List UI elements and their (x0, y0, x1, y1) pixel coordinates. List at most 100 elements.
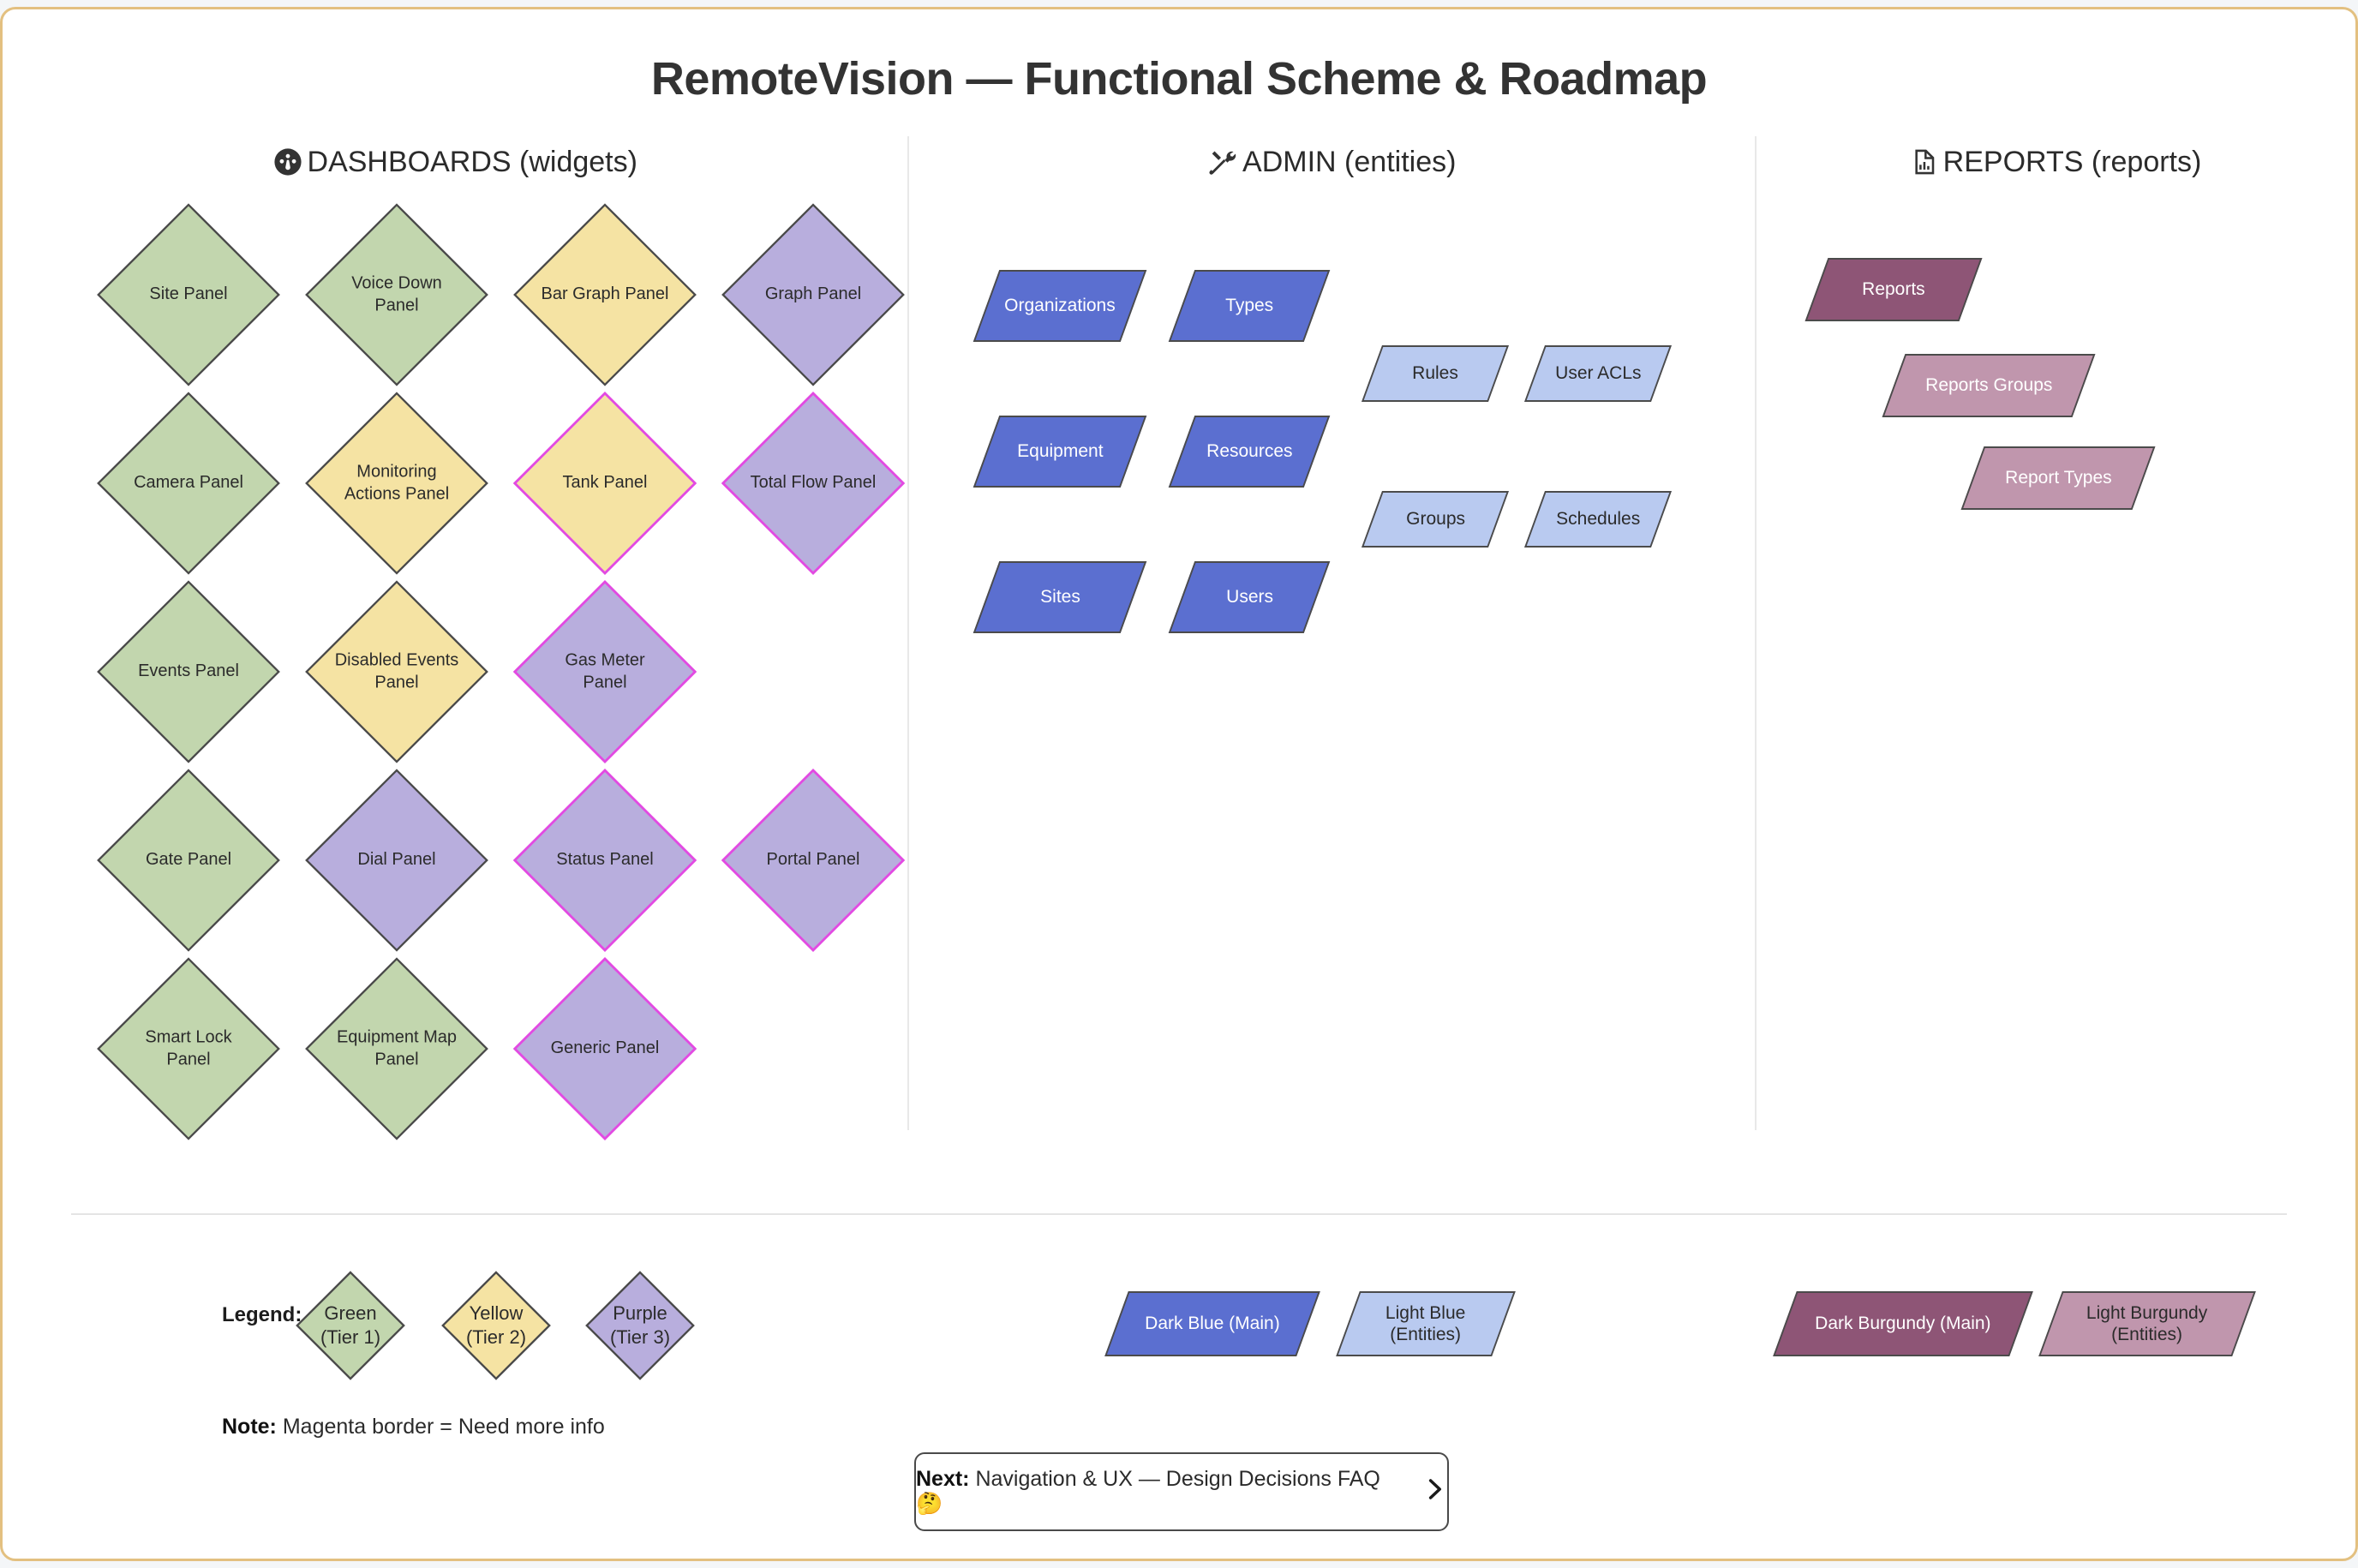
diamond-shape (97, 580, 280, 763)
dashboard-panel-diamond[interactable]: Smart Lock Panel (97, 957, 280, 1140)
diamond-shape (441, 1271, 551, 1380)
legend-parallelogram: Light Blue(Entities) (1336, 1291, 1516, 1356)
diamond-shape (97, 957, 280, 1140)
legend-row: Green(Tier 1) Yellow(Tier 2) Purple(Tier 3… (3, 1235, 2355, 1380)
legend-parallelogram: Dark Blue (Main) (1104, 1291, 1320, 1356)
legend-line-1: Dark Burgundy (Main) (1815, 1314, 1991, 1334)
admin-entity[interactable]: Equipment (973, 416, 1147, 488)
diamond-shape (305, 957, 488, 1140)
admin-entity[interactable]: User ACLs (1524, 345, 1673, 402)
dashboard-panel-diamond[interactable]: Gas Meter Panel (513, 580, 697, 763)
diamond-shape (513, 203, 697, 386)
diamond-shape (305, 580, 488, 763)
legend-diamond: Green(Tier 1) (296, 1271, 405, 1380)
diamond-shape (97, 203, 280, 386)
admin-entity[interactable]: Groups (1362, 491, 1510, 548)
legend-line-1: Light Blue (1385, 1302, 1466, 1323)
entity-label: Schedules (1556, 509, 1641, 530)
dashboard-panel-diamond[interactable]: Total Flow Panel (721, 392, 905, 575)
entity-label: User ACLs (1555, 363, 1642, 384)
entity-label: Types (1225, 296, 1274, 316)
admin-entity[interactable]: Types (1169, 270, 1331, 342)
dashboard-panel-diamond[interactable]: Gate Panel (97, 769, 280, 952)
legend-parallelogram-label: Dark Burgundy (Main) (1815, 1313, 1990, 1334)
admin-entity[interactable]: Rules (1362, 345, 1510, 402)
dashboard-panel-diamond[interactable]: Camera Panel (97, 392, 280, 575)
dashboard-panel-diamond[interactable]: Tank Panel (513, 392, 697, 575)
footer-divider (71, 1213, 2287, 1215)
diamond-shape (721, 392, 905, 575)
legend-parallelogram-label: Light Blue(Entities) (1385, 1302, 1465, 1345)
entity-label: Groups (1406, 509, 1465, 530)
diamond-shape (97, 769, 280, 952)
next-button[interactable]: Next: Navigation & UX — Design Decisions… (914, 1452, 1449, 1531)
diamond-shape (721, 203, 905, 386)
dashboard-panel-diamond[interactable]: Disabled Events Panel (305, 580, 488, 763)
next-prefix: Next: (916, 1467, 970, 1491)
diamond-shape (305, 769, 488, 952)
legend-line-1: Light Burgundy (2086, 1302, 2208, 1323)
legend-parallelogram: Dark Burgundy (Main) (1773, 1291, 2033, 1356)
dashboard-panel-diamond[interactable]: Portal Panel (721, 769, 905, 952)
admin-entity[interactable]: Sites (973, 561, 1147, 633)
admin-entity[interactable]: Resources (1169, 416, 1331, 488)
gauge-icon (273, 147, 302, 177)
entity-label: Resources (1206, 441, 1293, 462)
dashboard-panel-diamond[interactable]: Generic Panel (513, 957, 697, 1140)
legend-line-2: (Entities) (2111, 1325, 2183, 1344)
next-button-text: Next: Navigation & UX — Design Decisions… (916, 1467, 1403, 1517)
admin-entity[interactable]: Schedules (1524, 491, 1673, 548)
legend-diamond: Yellow(Tier 2) (441, 1271, 551, 1380)
dashboard-panel-diamond[interactable]: Dial Panel (305, 769, 488, 952)
reports-heading-text: REPORTS (reports) (1942, 145, 2202, 178)
entity-label: Reports (1862, 279, 1925, 300)
dashboard-panel-diamond[interactable]: Bar Graph Panel (513, 203, 697, 386)
diamond-shape (305, 392, 488, 575)
legend-parallelogram: Light Burgundy (Entities) (2038, 1291, 2256, 1356)
legend-diamond: Purple(Tier 3) (585, 1271, 695, 1380)
dashboard-panel-diamond[interactable]: Equipment Map Panel (305, 957, 488, 1140)
admin-entity[interactable]: Users (1169, 561, 1331, 633)
dashboard-panel-diamond[interactable]: Monitoring Actions Panel (305, 392, 488, 575)
entity-label: Equipment (1017, 441, 1104, 462)
entity-label: Report Types (2004, 468, 2112, 488)
dashboard-panel-diamond[interactable]: Events Panel (97, 580, 280, 763)
entity-label: Organizations (1004, 296, 1116, 316)
diamond-shape (585, 1271, 695, 1380)
dashboards-heading: DASHBOARDS (widgets) (3, 136, 907, 188)
admin-heading: ADMIN (entities) (909, 136, 1755, 188)
entity-label: Reports Groups (1924, 375, 2053, 396)
next-body: Navigation & UX — Design Decisions FAQ 🤔 (916, 1467, 1380, 1516)
diamond-shape (97, 392, 280, 575)
dashboards-heading-text: DASHBOARDS (widgets) (307, 145, 637, 178)
dashboard-panel-diamond[interactable]: Voice Down Panel (305, 203, 488, 386)
dashboard-panel-diamond[interactable]: Graph Panel (721, 203, 905, 386)
legend-parallelogram-label: Light Burgundy (Entities) (2086, 1302, 2207, 1345)
entity-label: Sites (1040, 587, 1080, 607)
entity-label: Users (1226, 587, 1273, 607)
reports-heading: REPORTS (reports) (1757, 136, 2355, 188)
admin-entity[interactable]: Organizations (973, 270, 1147, 342)
entity-label: Rules (1412, 363, 1459, 384)
dashboard-panel-diamond[interactable]: Status Panel (513, 769, 697, 952)
diamond-shape (513, 392, 697, 575)
diamond-shape (296, 1271, 405, 1380)
diamond-shape (513, 769, 697, 952)
reports-entity[interactable]: Reports (1804, 258, 1983, 321)
chevron-right-icon (1421, 1474, 1447, 1511)
admin-heading-text: ADMIN (entities) (1242, 145, 1457, 178)
diamond-shape (513, 580, 697, 763)
reports-entity[interactable]: Report Types (1960, 446, 2156, 510)
report-doc-icon (1911, 148, 1938, 176)
dashboard-panel-diamond[interactable]: Site Panel (97, 203, 280, 386)
reports-entity[interactable]: Reports Groups (1882, 354, 2096, 417)
page-title: RemoteVision — Functional Scheme & Roadm… (650, 53, 1708, 105)
diamond-shape (721, 769, 905, 952)
